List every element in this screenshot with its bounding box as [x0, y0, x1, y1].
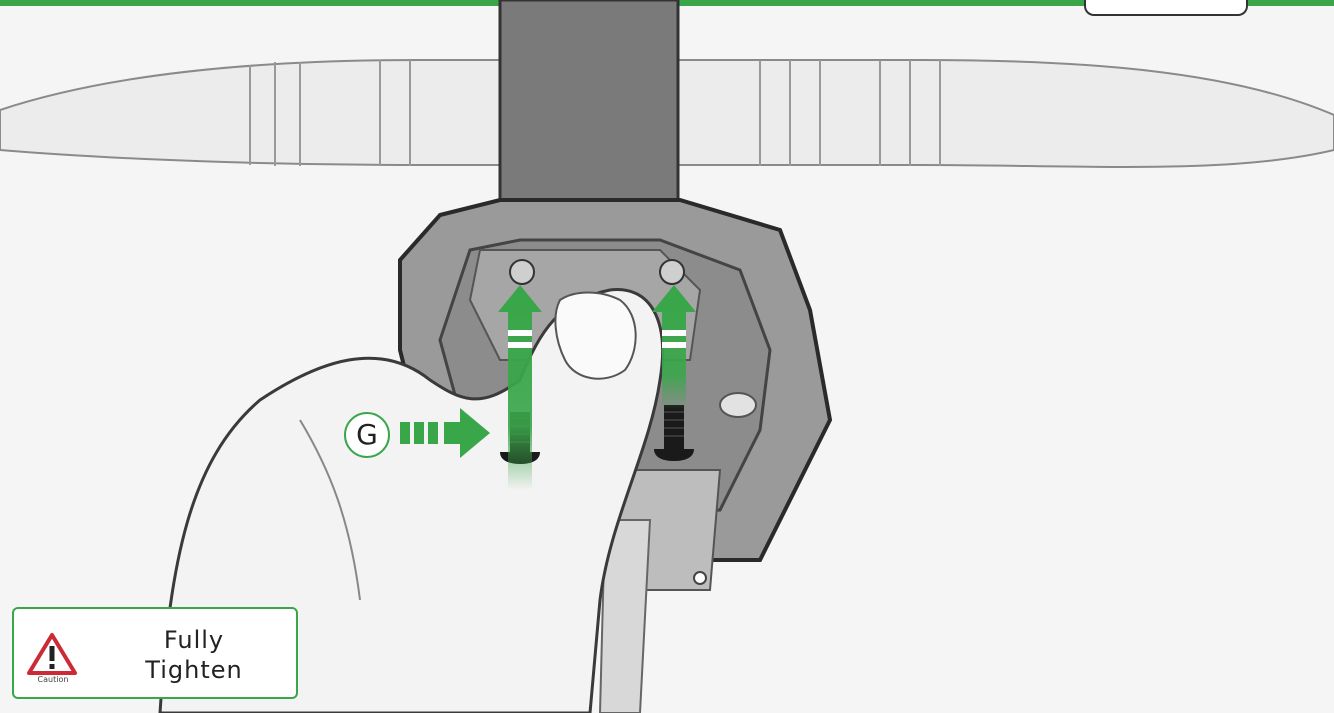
caution-line-1: Fully	[114, 625, 274, 655]
caution-triangle-icon	[26, 631, 78, 677]
caution-message: Fully Tighten	[114, 625, 274, 685]
caution-line-2: Tighten	[114, 655, 274, 685]
part-callout-g: G	[344, 412, 390, 458]
caution-box: Caution Fully Tighten	[12, 607, 298, 699]
caution-small-label: Caution	[28, 675, 78, 684]
